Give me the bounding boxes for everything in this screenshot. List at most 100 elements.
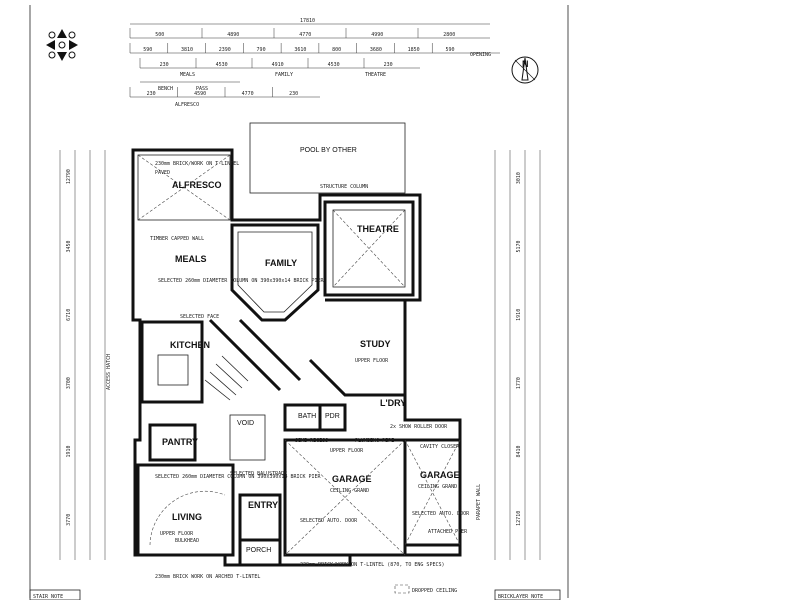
leftdims-dim: 3450 bbox=[66, 240, 72, 252]
living-bulkhead: BULKHEAD bbox=[175, 538, 199, 544]
garage-2-ceiling-note: CEILING GRAND bbox=[418, 484, 457, 490]
row1-dim: 4890 bbox=[227, 32, 239, 38]
living-column-note: SELECTED 260mm DIAMETER COLUMN ON 390x39… bbox=[155, 474, 322, 480]
bricklayer-note-label: BRICKLAYER NOTE bbox=[498, 594, 543, 600]
pool-label: POOL BY OTHER bbox=[300, 147, 357, 154]
alfresco-outline bbox=[137, 154, 231, 221]
attached-pier-note: ATTACHED PIER bbox=[428, 529, 468, 535]
row2-dim: 590 bbox=[445, 47, 454, 53]
theatre-dim-label: THEATRE bbox=[365, 72, 386, 78]
rightdims-dim: 5170 bbox=[516, 240, 522, 252]
kitchen-island bbox=[157, 354, 189, 386]
rightdims-dim: 3010 bbox=[516, 172, 522, 184]
right-dimensions: 3010 5170 1910 1770 8410 12710 bbox=[494, 150, 541, 560]
row1-dim: 500 bbox=[155, 32, 164, 38]
meals-dim-label: MEALS bbox=[180, 72, 195, 78]
family-label: FAMILY bbox=[265, 258, 297, 268]
row5-dim: 4770 bbox=[242, 91, 254, 97]
access-hatch-note: ACCESS HATCH bbox=[106, 354, 112, 390]
direction-emblem-icon bbox=[46, 29, 78, 61]
bench-label: BENCH bbox=[158, 86, 173, 92]
stair-note-label: STAIR NOTE bbox=[33, 594, 63, 600]
rightdims-dim: 1910 bbox=[516, 309, 522, 321]
pdr-walls bbox=[318, 403, 347, 432]
row2-dim: 3680 bbox=[370, 47, 382, 53]
row3-dim: 230 bbox=[160, 62, 169, 68]
left-dimensions: 12790 3450 6710 3700 1910 3770 bbox=[59, 150, 106, 560]
hallway-walls bbox=[208, 318, 302, 392]
row3-dim: 4910 bbox=[272, 62, 284, 68]
roller-door-note: 2x SHOW ROLLER DOOR bbox=[390, 424, 448, 430]
overall-dim: 17810 bbox=[300, 18, 315, 24]
plumbing-pipe-note: PLUMBING PIPE bbox=[355, 438, 394, 444]
alfresco-dim-label: ALFRESCO bbox=[175, 102, 199, 108]
arched-lintel-note: 230mm BRICK WORK ON ARCHED T-LINTEL bbox=[155, 574, 260, 580]
dropped-ceiling-label: DROPPED CEILING bbox=[412, 588, 457, 594]
porch-label: PORCH bbox=[246, 547, 271, 554]
garage-2-walls bbox=[403, 438, 462, 547]
pantry-label: PANTRY bbox=[162, 437, 198, 447]
pdr-label: PDR bbox=[325, 413, 340, 420]
row3-dim: 230 bbox=[384, 62, 393, 68]
exterior-walls bbox=[131, 148, 462, 567]
timber-wall-note: TIMBER CAPPED WALL bbox=[150, 236, 204, 242]
garage-1-ceiling-note: CEILING GRAND bbox=[330, 488, 369, 494]
living-label: LIVING bbox=[172, 512, 202, 522]
pass-label: PASS bbox=[196, 86, 208, 92]
alfresco-ceiling-note: 230mm BRICK/WORK ON T-LINTEL bbox=[155, 161, 239, 167]
bath-label: BATH bbox=[298, 413, 316, 420]
leftdims-dim: 1910 bbox=[66, 445, 72, 457]
meals-label: MEALS bbox=[175, 254, 207, 264]
alfresco-paved-note: PAVED bbox=[155, 170, 170, 176]
row2-dim: 3610 bbox=[294, 47, 306, 53]
garage-upper-floor: UPPER FLOOR bbox=[330, 448, 364, 454]
dropped-ceiling-swatch bbox=[394, 584, 410, 594]
rightdims-dim: 12710 bbox=[516, 511, 522, 526]
kitchen-label: KITCHEN bbox=[170, 340, 210, 350]
living-upper-floor: UPPER FLOOR bbox=[160, 531, 194, 537]
row5-dim: 230 bbox=[289, 91, 298, 97]
opening-label: OPENING bbox=[470, 52, 491, 58]
leftdims-dim: 3700 bbox=[66, 377, 72, 389]
rightdims-dim: 1770 bbox=[516, 377, 522, 389]
laundry-label: L'DRY bbox=[380, 398, 406, 408]
row5-dim: 4590 bbox=[194, 91, 206, 97]
row2-dim: 2390 bbox=[219, 47, 231, 53]
row1-dim: 4990 bbox=[371, 32, 383, 38]
row2-dim: 590 bbox=[143, 47, 152, 53]
porch-walls bbox=[238, 538, 282, 567]
study-upper-floor: UPPER FLOOR bbox=[355, 358, 389, 364]
row2-dim: 800 bbox=[332, 47, 341, 53]
void-label: VOID bbox=[237, 420, 254, 427]
selected-face-note: SELECTED FACE bbox=[180, 314, 219, 320]
study-label: STUDY bbox=[360, 339, 391, 349]
garage-1-door-note: SELECTED AUTO. DOOR bbox=[300, 518, 358, 524]
void-outline bbox=[229, 414, 266, 461]
north-compass-icon: N bbox=[511, 56, 539, 84]
rightdims-dim: 8410 bbox=[516, 445, 522, 457]
parapet-wall-note: PARAPET WALL bbox=[476, 484, 482, 520]
row1-dim: 4770 bbox=[299, 32, 311, 38]
row1-dim: 2800 bbox=[443, 32, 455, 38]
leftdims-dim: 6710 bbox=[66, 309, 72, 321]
brickwork-lintel-note: 230mm BRICK/WORK ON T-LINTEL (870, TO EN… bbox=[300, 562, 445, 568]
leftdims-dim: 12790 bbox=[66, 169, 72, 184]
row5-dim: 230 bbox=[147, 91, 156, 97]
study-walls bbox=[308, 298, 407, 397]
structure-column-note: STRUCTURE COLUMN bbox=[320, 184, 368, 190]
theatre-walls bbox=[323, 200, 415, 297]
family-dim-label: FAMILY bbox=[275, 72, 293, 78]
leftdims-dim: 3770 bbox=[66, 514, 72, 526]
pool-outline bbox=[249, 122, 406, 194]
entry-label: ENTRY bbox=[248, 500, 278, 510]
garage-1-label: GARAGE bbox=[332, 474, 372, 484]
row3-dim: 4530 bbox=[216, 62, 228, 68]
row2-dim: 1850 bbox=[408, 47, 420, 53]
cavity-closer-note: CAVITY CLOSER bbox=[420, 444, 460, 450]
theatre-label: THEATRE bbox=[357, 224, 399, 234]
garage-2-label: GARAGE bbox=[420, 470, 460, 480]
semi-recess-note: SEMI RECESS bbox=[295, 438, 328, 444]
compass-label: N bbox=[522, 59, 529, 69]
